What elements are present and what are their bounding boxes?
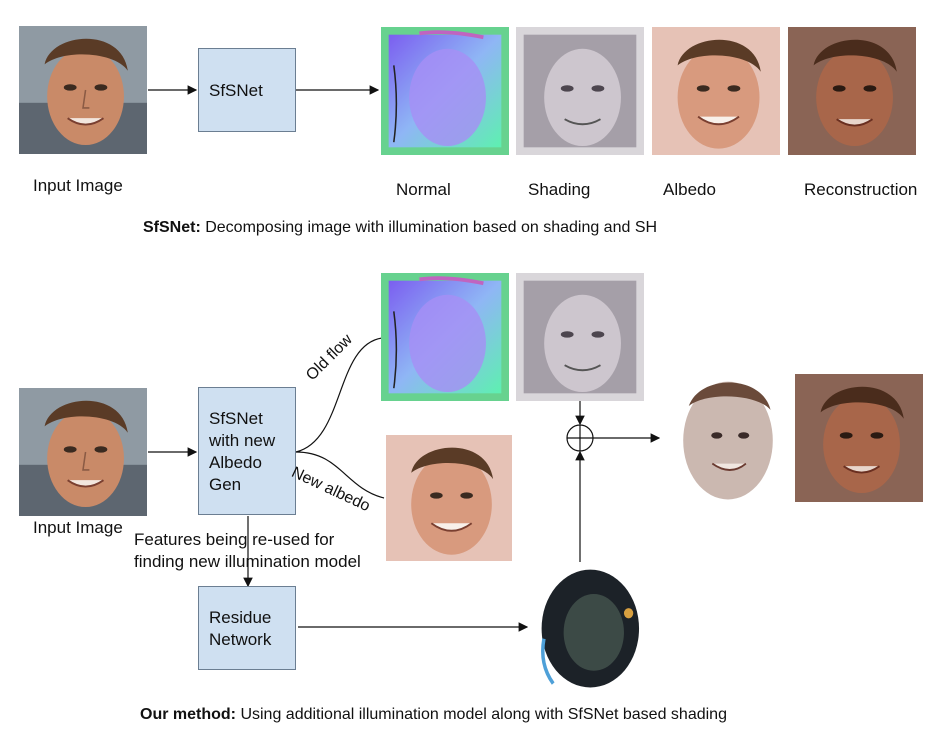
reconstruction-label: Reconstruction bbox=[804, 180, 918, 199]
shading-plus-illumination-output bbox=[672, 374, 784, 502]
input-image-label-top: Input Image bbox=[33, 176, 123, 195]
bottom-caption: Our method: Using additional illuminatio… bbox=[140, 706, 727, 724]
sfsnet-box-label: SfSNet bbox=[209, 81, 263, 100]
reconstruction-bottom bbox=[795, 374, 923, 502]
shading-map-bottom bbox=[516, 273, 644, 401]
bottom-caption-text: Using additional illumination model alon… bbox=[236, 706, 727, 723]
illumination-residue-map bbox=[530, 562, 646, 690]
new-albedo-curve bbox=[295, 451, 385, 499]
input-face-photo-bottom bbox=[19, 388, 147, 516]
normal-map-bottom bbox=[381, 273, 509, 401]
normal-map-top bbox=[381, 27, 509, 155]
sfsnet-new-albedo-label: SfSNet with new Albedo Gen bbox=[209, 409, 276, 494]
features-reuse-note: Features being re-used for finding new i… bbox=[134, 530, 361, 571]
albedo-map-top bbox=[652, 27, 780, 155]
input-image-label-bottom: Input Image bbox=[33, 518, 123, 537]
bottom-caption-bold: Our method: bbox=[140, 706, 236, 723]
residue-network-label: Residue Network bbox=[209, 608, 272, 649]
shading-label: Shading bbox=[528, 180, 591, 199]
shading-map-top bbox=[516, 27, 644, 155]
residue-network-box: Residue Network bbox=[198, 586, 296, 670]
top-caption: SfSNet: Decomposing image with illuminat… bbox=[143, 219, 657, 237]
input-face-photo-top bbox=[19, 26, 147, 154]
top-caption-bold: SfSNet: bbox=[143, 219, 201, 236]
new-albedo-map bbox=[386, 435, 512, 561]
sfsnet-new-albedo-box: SfSNet with new Albedo Gen bbox=[198, 387, 296, 515]
reconstruction-top bbox=[788, 27, 916, 155]
old-flow-curve bbox=[295, 337, 383, 453]
albedo-label: Albedo bbox=[663, 180, 716, 199]
top-caption-text: Decomposing image with illumination base… bbox=[200, 219, 658, 236]
normal-label: Normal bbox=[396, 180, 451, 199]
sfsnet-box: SfSNet bbox=[198, 48, 296, 132]
